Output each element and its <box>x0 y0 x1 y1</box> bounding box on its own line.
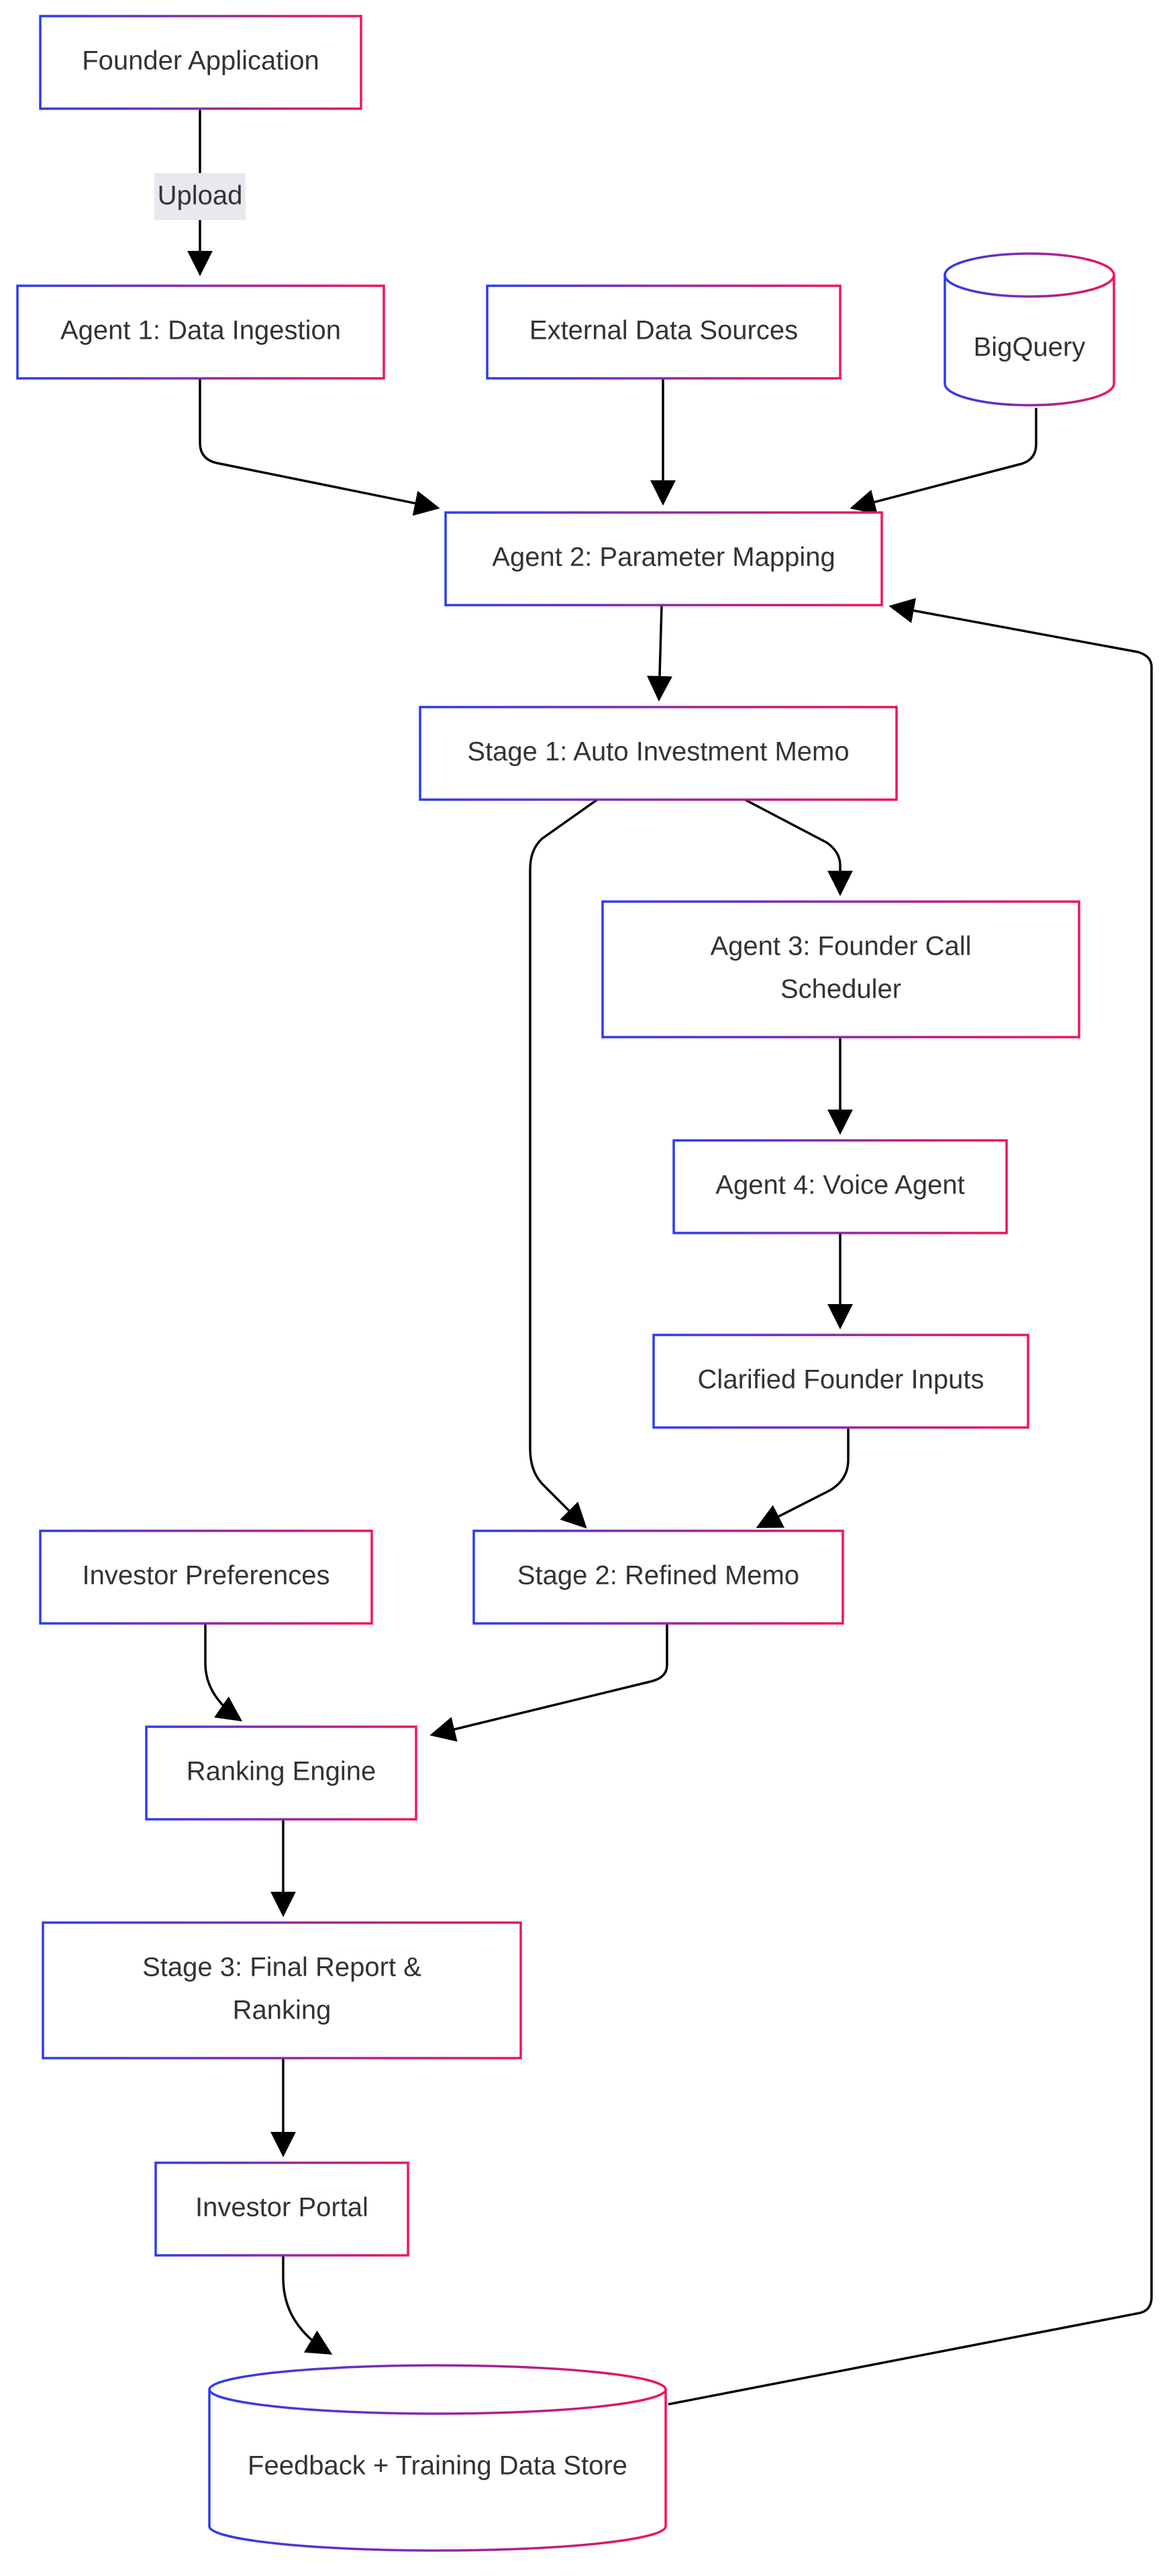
investor-preferences-label: Investor Preferences <box>82 1561 329 1591</box>
node-stage2-refined-memo[interactable]: Stage 2: Refined Memo <box>472 1529 844 1625</box>
edge-feedback-to-agent2 <box>668 598 1153 2406</box>
node-agent4-voice-agent[interactable]: Agent 4: Voice Agent <box>672 1139 1008 1234</box>
agent3-label-line2: Scheduler <box>780 975 901 1004</box>
feedback-store-label: Feedback + Training Data Store <box>248 2451 627 2481</box>
edge-bigquery-to-agent2 <box>850 408 1037 515</box>
edge-stage1-to-agent3 <box>744 798 853 896</box>
stage1-label: Stage 1: Auto Investment Memo <box>467 737 849 767</box>
ranking-engine-label: Ranking Engine <box>187 1757 376 1786</box>
node-investor-portal[interactable]: Investor Portal <box>154 2161 409 2257</box>
node-agent3-founder-call-scheduler[interactable]: Agent 3: Founder Call Scheduler <box>601 900 1080 1038</box>
node-agent1-data-ingestion[interactable]: Agent 1: Data Ingestion <box>16 284 385 380</box>
edge-clarified-to-stage2 <box>756 1428 850 1528</box>
upload-edge-label: Upload <box>158 181 243 211</box>
edge-preferences-to-ranking <box>204 1623 243 1722</box>
agent2-label: Agent 2: Parameter Mapping <box>492 543 835 572</box>
node-bigquery-database[interactable]: BigQuery <box>944 252 1115 407</box>
node-ranking-engine[interactable]: Ranking Engine <box>145 1725 417 1821</box>
agent4-label: Agent 4: Voice Agent <box>715 1171 964 1200</box>
clarified-inputs-label: Clarified Founder Inputs <box>698 1365 984 1395</box>
stage3-label-line2: Ranking <box>233 1996 332 2025</box>
edge-agent1-to-agent2 <box>199 378 440 516</box>
agent3-label-line1: Agent 3: Founder Call <box>710 932 971 961</box>
node-external-data-sources[interactable]: External Data Sources <box>486 284 842 380</box>
investor-portal-label: Investor Portal <box>195 2193 368 2222</box>
node-stage1-auto-investment-memo[interactable]: Stage 1: Auto Investment Memo <box>419 706 898 801</box>
bigquery-label: BigQuery <box>974 333 1086 362</box>
node-investor-preferences[interactable]: Investor Preferences <box>39 1529 373 1625</box>
node-stage3-final-report[interactable]: Stage 3: Final Report & Ranking <box>42 1921 522 2059</box>
node-agent2-parameter-mapping[interactable]: Agent 2: Parameter Mapping <box>444 511 883 606</box>
upload-label-background <box>154 173 246 220</box>
edges: Upload <box>154 110 1153 2406</box>
external-sources-label: External Data Sources <box>529 316 798 345</box>
stage3-label-line1: Stage 3: Final Report & <box>142 1953 421 1982</box>
node-founder-application[interactable]: Founder Application <box>39 15 362 110</box>
node-clarified-founder-inputs[interactable]: Clarified Founder Inputs <box>652 1334 1029 1429</box>
node-feedback-training-data-store[interactable]: Feedback + Training Data Store <box>208 2364 667 2552</box>
edge-portal-to-feedback <box>282 2255 333 2355</box>
edge-agent2-to-stage1 <box>646 604 672 702</box>
edge-stage2-to-ranking <box>429 1623 668 1742</box>
edge-stage1-to-stage2 <box>529 798 599 1529</box>
stage2-label: Stage 2: Refined Memo <box>517 1561 799 1591</box>
founder-application-label: Founder Application <box>82 46 319 76</box>
agent1-label: Agent 1: Data Ingestion <box>60 316 341 345</box>
